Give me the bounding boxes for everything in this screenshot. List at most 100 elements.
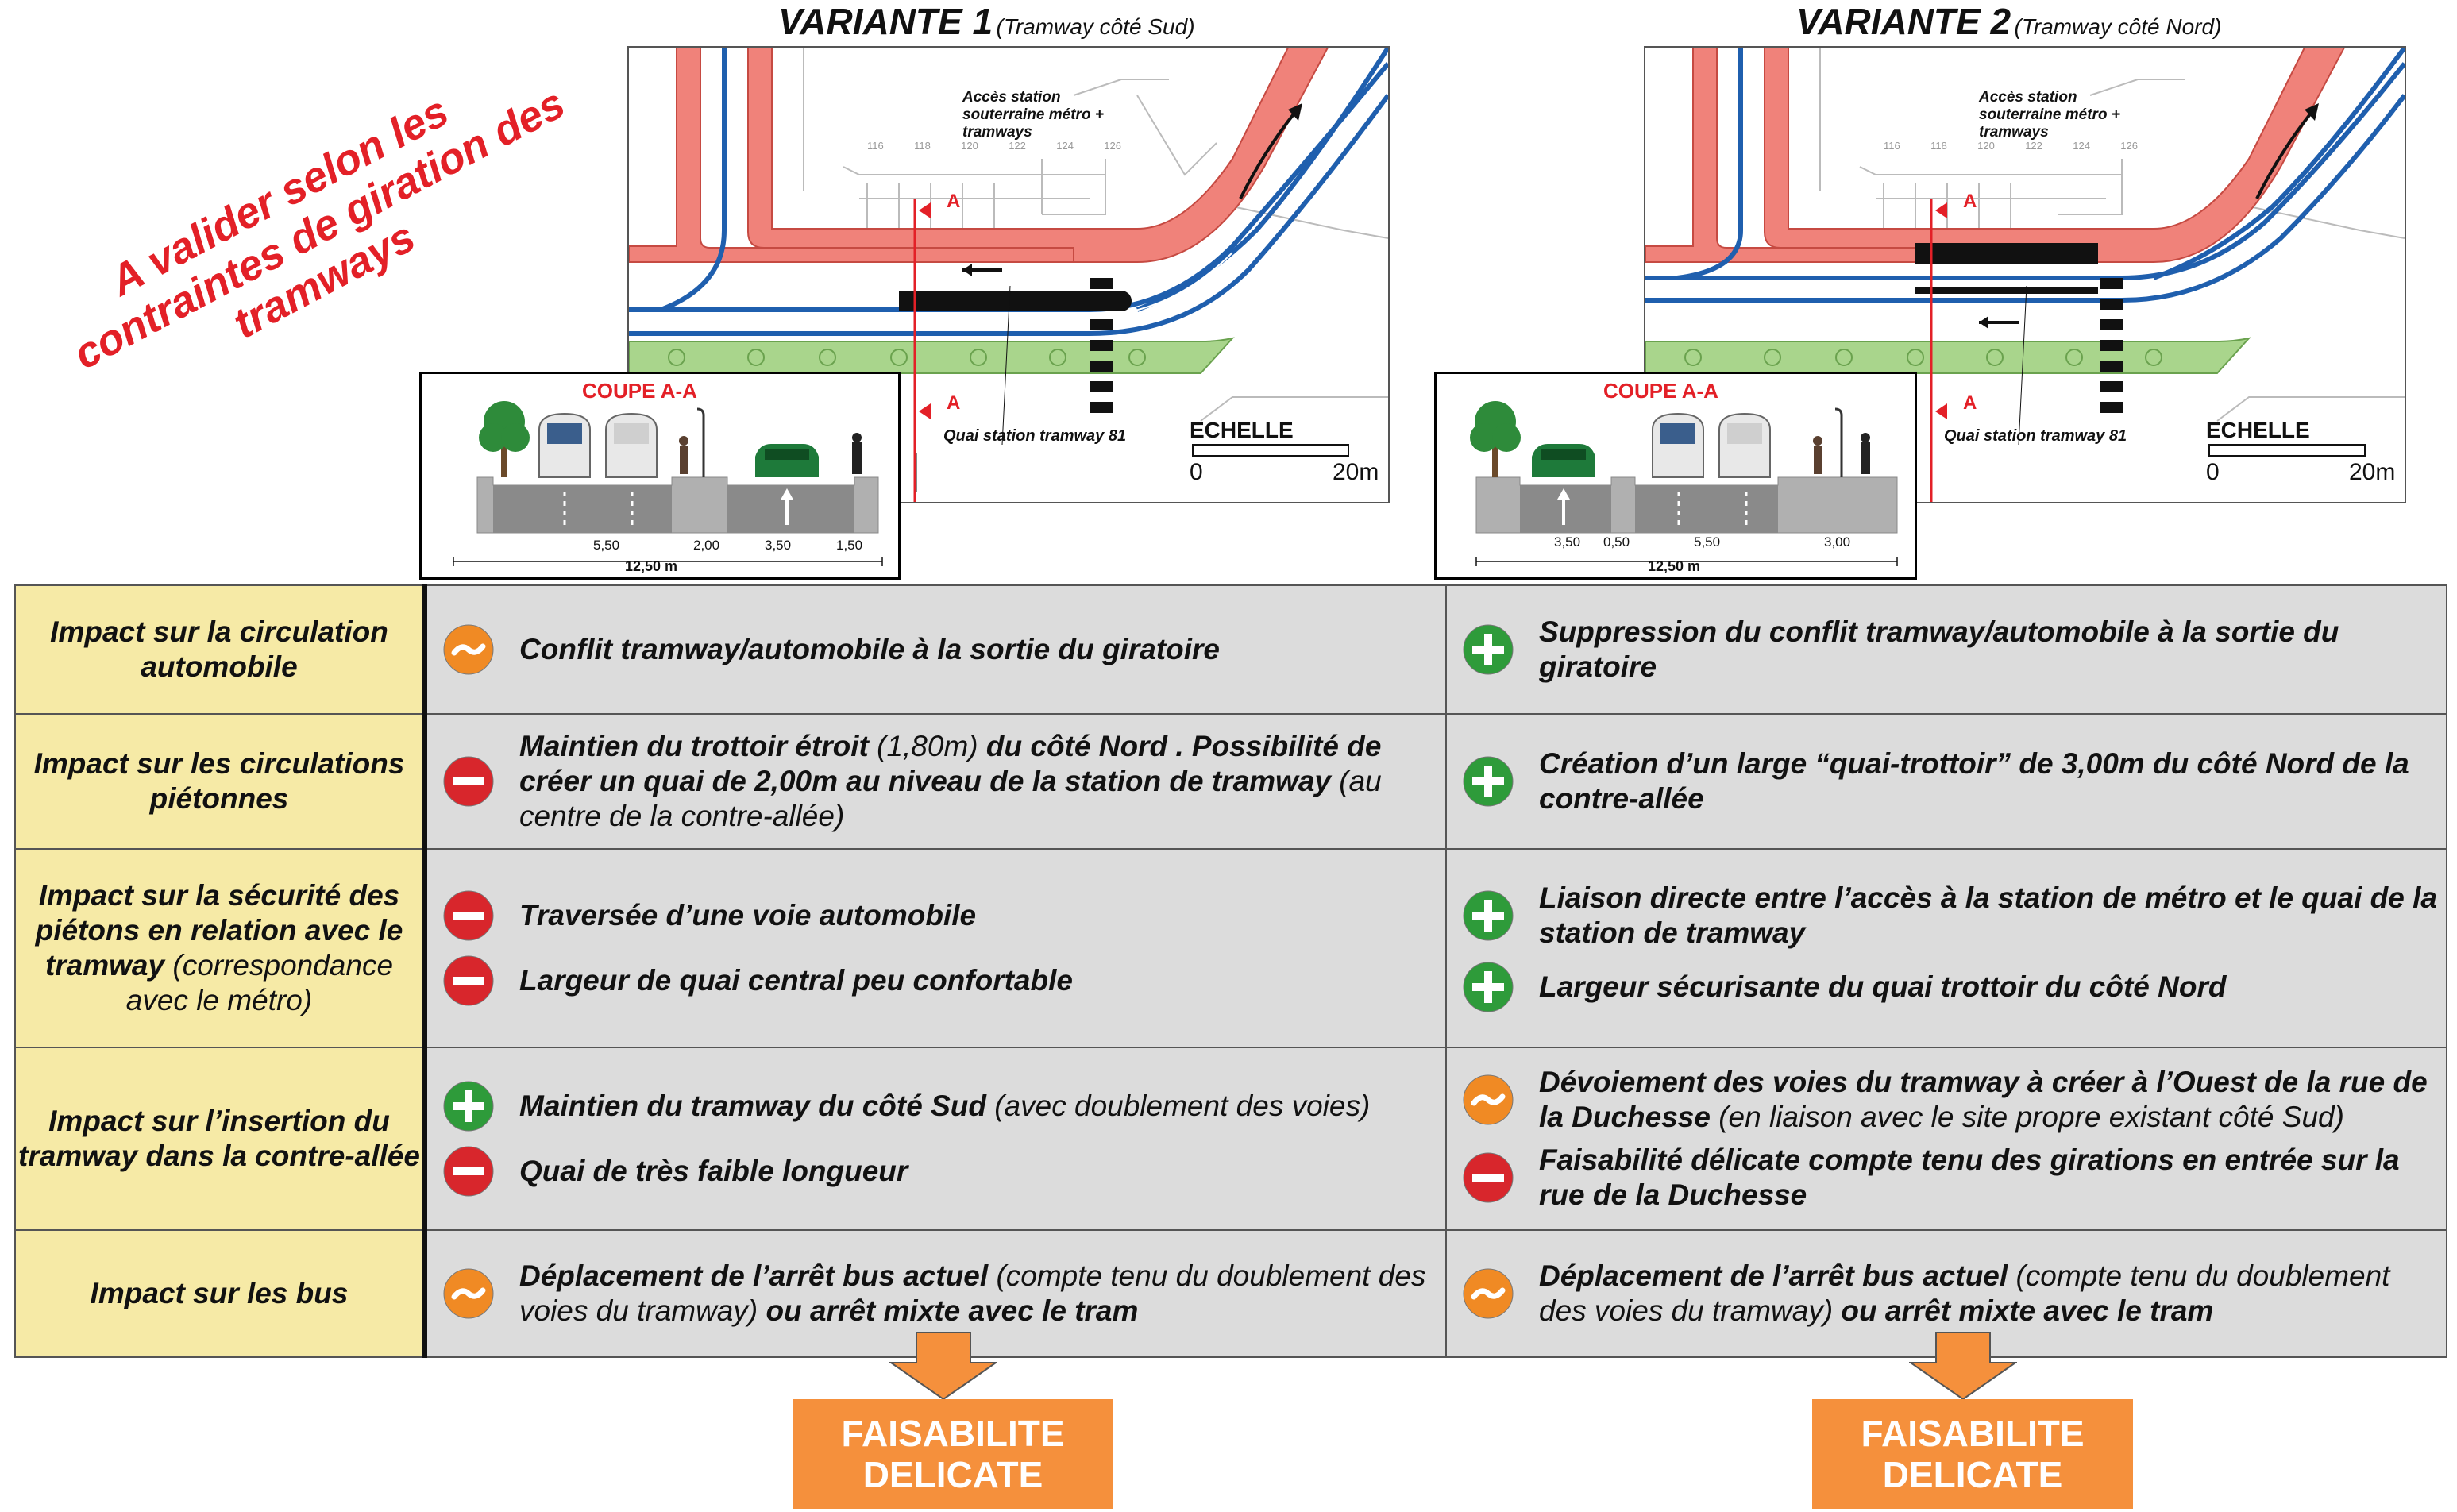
item-text-segment: Largeur sécurisante du quai trottoir du …: [1539, 970, 2227, 1003]
criterion-cell: Impact sur la circulation automobile: [14, 584, 427, 715]
item-text-segment: (en liaison avec le site propre existant…: [1718, 1101, 2344, 1133]
item-text: Faisabilité délicate compte tenu des gir…: [1539, 1143, 2438, 1213]
validation-stamp: A valider selon les contraintes de girat…: [66, 79, 573, 379]
coupe-2-title: COUPE A-A: [1603, 379, 1718, 403]
variant-1-cell: Conflit tramway/automobile à la sortie d…: [424, 584, 1447, 715]
criterion-text: Impact sur l’insertion du tramway dans l…: [18, 1105, 420, 1172]
item-text-segment: Dévoiement des voies du tramway à créer …: [1539, 1066, 2428, 1133]
list-item: Largeur de quai central peu confortable: [440, 952, 1437, 1009]
item-text: Dévoiement des voies du tramway à créer …: [1539, 1065, 2438, 1135]
plan-2-section-marker-top: A: [1963, 191, 1977, 212]
item-text-segment: du côté Nord . Possibilité de créer un q…: [519, 730, 1382, 797]
criterion-text: Impact sur les circulations piétonnes: [33, 747, 405, 815]
list-item: Quai de très faible longueur: [440, 1143, 1437, 1200]
plan-1-scale-min: 0: [1190, 459, 1203, 485]
item-text: Suppression du conflit tramway/automobil…: [1539, 615, 2438, 685]
variant-2-cell: Suppression du conflit tramway/automobil…: [1445, 584, 2447, 715]
coupe-2-dim-2: 0,50: [1603, 534, 1630, 550]
item-text-segment: Déplacement de l’arrêt bus actuel: [1539, 1259, 2016, 1292]
item-text-segment: (avec doublement des voies): [994, 1090, 1371, 1122]
coupe-1-dim-3: 3,50: [765, 538, 792, 553]
item-text: Conflit tramway/automobile à la sortie d…: [519, 632, 1220, 667]
item-text-segment: (compte tenu du doublement des voies du …: [1539, 1259, 2390, 1327]
plan-1-section-marker-bottom: A: [947, 392, 961, 414]
criterion-cell: Impact sur les circulations piétonnes: [14, 713, 427, 850]
coupe-2-total: 12,50 m: [1648, 558, 1701, 574]
variant-2-cell: Liaison directe entre l’accès à la stati…: [1445, 848, 2447, 1048]
item-text-segment: Déplacement de l’arrêt bus actuel: [519, 1259, 997, 1292]
list-item: Faisabilité délicate compte tenu des gir…: [1460, 1143, 2438, 1213]
item-text-segment: Faisabilité délicate compte tenu des gir…: [1539, 1144, 2400, 1211]
criterion-text: (correspondance avec le métro): [125, 949, 394, 1016]
comparison-table: Impact sur la circulation automobile Conf…: [14, 584, 2447, 1358]
coupe-2-dim-3: 5,50: [1694, 534, 1721, 550]
item-text-segment: (compte tenu du doublement des voies du …: [519, 1259, 1426, 1327]
plus-icon: [1460, 958, 1517, 1016]
list-item: Maintien du trottoir étroit (1,80m) du c…: [440, 729, 1437, 834]
plan-2-section-marker-bottom: A: [1963, 392, 1977, 414]
minus-icon: [1460, 1149, 1517, 1206]
item-text: Déplacement de l’arrêt bus actuel (compt…: [1539, 1259, 2438, 1329]
item-text: Déplacement de l’arrêt bus actuel (compt…: [519, 1259, 1437, 1329]
item-text-segment: Liaison directe entre l’accès à la stati…: [1539, 881, 2437, 949]
coupe-variant-1: COUPE A-A 5,50 2,00 3,50 1,50 12,50 m: [419, 372, 901, 580]
minus-icon: [440, 952, 497, 1009]
table-row: Impact sur les circulations piétonnes Mai…: [14, 713, 2447, 850]
item-text: Maintien du tramway du côté Sud (avec do…: [519, 1089, 1370, 1124]
list-item: Maintien du tramway du côté Sud (avec do…: [440, 1078, 1437, 1135]
list-item: Déplacement de l’arrêt bus actuel (compt…: [440, 1259, 1437, 1329]
item-text: Quai de très faible longueur: [519, 1154, 908, 1189]
arrow-down-icon: [889, 1332, 997, 1401]
list-item: Largeur sécurisante du quai trottoir du …: [1460, 958, 2438, 1016]
item-text-segment: Maintien du trottoir étroit: [519, 730, 878, 762]
minus-icon: [440, 1143, 497, 1200]
list-item: Conflit tramway/automobile à la sortie d…: [440, 621, 1437, 678]
item-text-segment: ou arrêt mixte avec le tram: [1833, 1294, 2214, 1327]
coupe-1-title: COUPE A-A: [582, 379, 697, 403]
list-item: Traversée d’une voie automobile: [440, 887, 1437, 944]
criterion-text: Impact sur la circulation automobile: [50, 615, 388, 683]
plan-1-scale-max: 20m: [1333, 459, 1379, 485]
item-text-segment: Conflit tramway/automobile à la sortie d…: [519, 633, 1220, 665]
item-text-segment: (1,80m): [877, 730, 978, 762]
item-text-segment: Création d’un large “quai-trottoir” de 3…: [1539, 747, 2409, 815]
item-text-segment: Largeur de quai central peu confortable: [519, 964, 1073, 997]
coupe-1-dim-1: 5,50: [593, 538, 620, 553]
arrow-down-icon: [1909, 1332, 2017, 1401]
item-text: Largeur de quai central peu confortable: [519, 963, 1073, 998]
item-text-segment: ou arrêt mixte avec le tram: [758, 1294, 1139, 1327]
list-item: Déplacement de l’arrêt bus actuel (compt…: [1460, 1259, 2438, 1329]
plan-2-scale-label: ECHELLE: [2206, 418, 2310, 442]
tilde-icon: [1460, 1265, 1517, 1322]
criterion-cell: Impact sur les bus: [14, 1229, 427, 1358]
variant-2-cell: Dévoiement des voies du tramway à créer …: [1445, 1047, 2447, 1231]
plan-2-access-label: Accès station souterraine métro + tramwa…: [1979, 89, 2120, 141]
table-row: Impact sur l’insertion du tramway dans l…: [14, 1047, 2447, 1231]
plan-1-access-label: Accès station souterraine métro + tramwa…: [962, 89, 1104, 141]
item-text: Maintien du trottoir étroit (1,80m) du c…: [519, 729, 1437, 834]
plus-icon: [440, 1078, 497, 1135]
coupe-variant-2: COUPE A-A 3,50 0,50 5,50 3,00 12,50 m: [1434, 372, 1917, 580]
coupe-2-dim-4: 3,00: [1824, 534, 1851, 550]
plan-2-quai-label: Quai station tramway 81: [1944, 427, 2127, 445]
item-text-segment: Suppression du conflit tramway/automobil…: [1539, 615, 2339, 683]
variant-1-cell: Maintien du trottoir étroit (1,80m) du c…: [424, 713, 1447, 850]
list-item: Suppression du conflit tramway/automobil…: [1460, 615, 2438, 685]
list-item: Dévoiement des voies du tramway à créer …: [1460, 1065, 2438, 1135]
coupe-1-total: 12,50 m: [625, 558, 678, 574]
item-text-segment: Maintien du tramway du côté Sud: [519, 1090, 995, 1122]
tilde-icon: [1460, 1071, 1517, 1128]
item-text: Liaison directe entre l’accès à la stati…: [1539, 881, 2438, 951]
item-text-segment: Quai de très faible longueur: [519, 1155, 908, 1187]
table-row: Impact sur les bus Déplacement de l’arrêt…: [14, 1229, 2447, 1358]
criterion-cell: Impact sur l’insertion du tramway dans l…: [14, 1047, 427, 1231]
item-text: Traversée d’une voie automobile: [519, 898, 976, 933]
variant-1-cell: Maintien du tramway du côté Sud (avec do…: [424, 1047, 1447, 1231]
minus-icon: [440, 887, 497, 944]
coupe-1-dim-4: 1,50: [836, 538, 863, 553]
plus-icon: [1460, 753, 1517, 810]
variant-1-cell: Déplacement de l’arrêt bus actuel (compt…: [424, 1229, 1447, 1358]
